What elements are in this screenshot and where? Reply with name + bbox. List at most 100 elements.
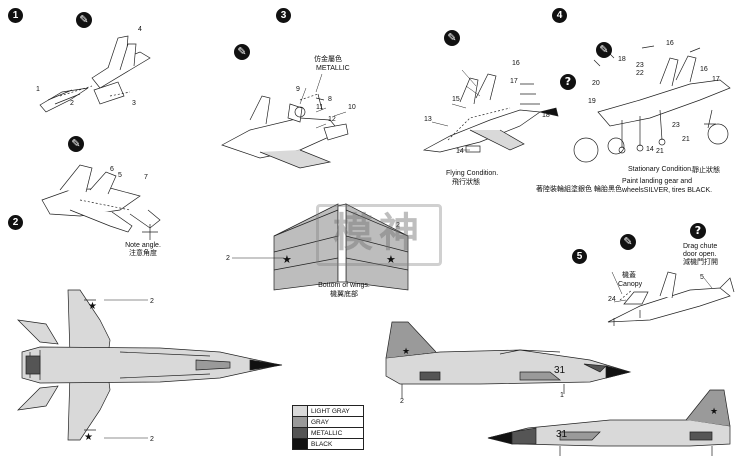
- legend-swatch: [293, 439, 308, 449]
- metallic-cn-label: 仿金屬色: [314, 56, 342, 63]
- step1b-assembly: [41, 164, 161, 240]
- paint-landing-gear-cn-label: 著陸裝輪組塗銀色 輪胎黑色: [536, 186, 622, 193]
- part-number: 13: [424, 116, 432, 123]
- star-insignia: ★: [84, 432, 93, 443]
- step-2-marker: 2: [8, 215, 23, 230]
- glue-icon: ✎: [68, 136, 84, 152]
- decal-ref: 1: [560, 392, 564, 399]
- part-number: 17: [510, 78, 518, 85]
- drag-chute-cn-label: 減機門打開: [683, 259, 718, 266]
- part-number: 17: [712, 76, 720, 83]
- part-number: 16: [512, 60, 520, 67]
- legend-swatch: [293, 406, 308, 416]
- part-number: 6: [110, 166, 114, 173]
- star-insignia: ★: [386, 254, 396, 266]
- legend-label: GRAY: [311, 418, 329, 426]
- part-number: 16: [700, 66, 708, 73]
- note-angle-cn-label: 注意角度: [129, 250, 157, 257]
- part-number: 20: [592, 80, 600, 87]
- step-4-marker: 4: [552, 8, 567, 23]
- legend-row: BLACK: [293, 439, 363, 449]
- step-1-marker: 1: [8, 8, 23, 23]
- tail-number: 31: [556, 429, 568, 440]
- flying-condition-label: Flying Condition.: [446, 170, 499, 177]
- part-number: 14: [456, 148, 464, 155]
- part-number: 19: [588, 98, 596, 105]
- decal-ref: 2: [396, 222, 400, 229]
- legend-row: GRAY: [293, 417, 363, 428]
- part-number: 7: [144, 174, 148, 181]
- legend-swatch: [293, 417, 308, 427]
- part-number: 8: [328, 96, 332, 103]
- part-number: 18: [542, 112, 550, 119]
- decal-ref: 2: [400, 398, 404, 405]
- part-number: 21: [682, 136, 690, 143]
- decal-ref: 2: [150, 436, 154, 443]
- part-number: 23: [636, 62, 644, 69]
- star-insignia: ★: [710, 406, 718, 416]
- part-number: 5: [700, 274, 704, 281]
- glue-icon: ✎: [444, 30, 460, 46]
- side-view-upper: ★: [385, 321, 632, 398]
- legend-label: LIGHT GRAY: [311, 407, 350, 415]
- question-icon: ?: [690, 223, 706, 239]
- step1-assembly: [39, 35, 151, 113]
- legend-row: METALLIC: [293, 428, 363, 439]
- part-number: 12: [328, 116, 336, 123]
- part-number: 2: [70, 100, 74, 107]
- step2-top-view: ★ ★: [17, 289, 283, 443]
- part-number: 22: [636, 70, 644, 77]
- leader-lines: [299, 69, 713, 303]
- legend-label: BLACK: [311, 440, 333, 448]
- star-insignia: ★: [402, 346, 410, 356]
- part-number: 5: [118, 172, 122, 179]
- legend-row: LIGHT GRAY: [293, 406, 363, 417]
- drag-chute-label-1: Drag chute: [683, 243, 718, 250]
- step5-assembly: [607, 271, 735, 326]
- side-view-lower: ★: [487, 389, 731, 456]
- part-number: 1: [36, 86, 40, 93]
- step-3-marker: 3: [276, 8, 291, 23]
- drag-chute-label-2: door open.: [683, 251, 717, 258]
- stationary-condition-label: Stationary Condition.: [628, 166, 693, 173]
- part-number: 9: [296, 86, 300, 93]
- part-number: 21: [656, 148, 664, 155]
- glue-icon: ✎: [596, 42, 612, 58]
- step4-flying-assembly: [422, 73, 559, 153]
- step4-stationary-assembly: [573, 45, 731, 163]
- tail-number: 31: [554, 365, 566, 376]
- decal-ref: 2: [226, 255, 230, 262]
- part-number: 18: [618, 56, 626, 63]
- part-number: 15: [452, 96, 460, 103]
- paint-landing-gear-label-1: Paint landing gear and: [622, 178, 693, 185]
- flying-condition-cn-label: 飛行狀態: [452, 179, 480, 186]
- bottom-of-wings-label: Bottom of wings.: [318, 282, 370, 289]
- note-angle-label: Note angle.: [125, 242, 161, 249]
- part-number: 4: [138, 26, 142, 33]
- canopy-label: Canopy: [618, 281, 643, 288]
- question-icon: ?: [560, 74, 576, 90]
- step-5-marker: 5: [572, 249, 587, 264]
- bottom-of-wings-view: ★ ★: [232, 203, 409, 291]
- decal-ref: 2: [150, 298, 154, 305]
- glue-icon: ✎: [620, 234, 636, 250]
- metallic-label: METALLIC: [316, 65, 350, 72]
- legend-label: METALLIC: [311, 429, 343, 437]
- glue-icon: ✎: [76, 12, 92, 28]
- part-number: 23: [672, 122, 680, 129]
- paint-landing-gear-label-2: wheelsSILVER, tires BLACK.: [622, 187, 713, 194]
- step3-assembly: [221, 93, 349, 169]
- part-number: 11: [316, 104, 324, 111]
- watermark-logo: 模神: [316, 204, 442, 266]
- star-insignia: ★: [282, 254, 292, 266]
- bottom-of-wings-cn-label: 機翼底部: [330, 291, 358, 298]
- part-number: 10: [348, 104, 356, 111]
- color-legend: LIGHT GRAY GRAY METALLIC BLACK: [292, 405, 364, 450]
- stationary-condition-cn-label: 靜止狀態: [692, 167, 720, 174]
- part-number: 24: [608, 296, 616, 303]
- part-number: 14: [646, 146, 654, 153]
- star-insignia: ★: [88, 301, 97, 312]
- legend-swatch: [293, 428, 308, 438]
- canopy-cn-label: 機蓋: [622, 272, 636, 279]
